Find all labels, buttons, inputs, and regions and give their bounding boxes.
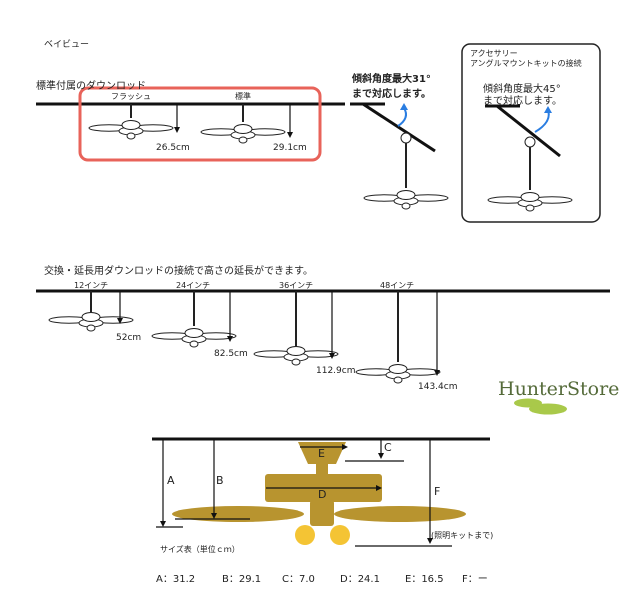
fan-48in xyxy=(355,291,441,384)
lighting-note: (照明キットまで) xyxy=(431,531,494,540)
rod-24-measure: 82.5cm xyxy=(214,349,248,359)
fan-36in xyxy=(253,291,339,366)
value-f: F：ー xyxy=(462,574,488,585)
rod-24-label: 24インチ xyxy=(176,281,211,290)
section2-title: 交換・延長用ダウンロッドの接続で高さの延長ができます。 xyxy=(44,266,313,277)
flush-label: フラッシュ xyxy=(111,92,151,101)
blade-left xyxy=(172,506,304,522)
label-a: A xyxy=(167,474,175,487)
rod-12-label: 12インチ xyxy=(74,281,109,290)
highlight-box xyxy=(78,86,322,162)
value-d: D：24.1 xyxy=(340,574,380,585)
fan-24in xyxy=(151,291,237,348)
page-title: ベイビュー xyxy=(44,40,90,50)
light-left xyxy=(295,525,315,545)
accessory-title-line2: アングルマウントキットの接続 xyxy=(470,59,582,68)
rod-48-measure: 143.4cm xyxy=(418,382,458,392)
value-e: E：16.5 xyxy=(405,574,444,585)
slope-31-line2: まで対応します。 xyxy=(352,89,431,100)
slope-45-line2: まで対応します。 xyxy=(483,96,562,107)
standard-label: 標準 xyxy=(235,92,251,101)
slope-45-line1: 傾斜角度最大45° xyxy=(483,84,561,95)
flush-measure: 26.5cm xyxy=(156,143,190,153)
label-e: E xyxy=(318,447,325,460)
rod-12-measure: 52cm xyxy=(116,333,142,343)
section1-title: 標準付属のダウンロッド xyxy=(36,81,146,92)
rod-36-label: 36インチ xyxy=(279,281,314,290)
blade-right xyxy=(334,506,466,522)
leaf-icon-2 xyxy=(529,403,567,415)
fan-angle-mount xyxy=(487,136,573,212)
sloped-ceiling-31 xyxy=(362,102,436,153)
label-f: F xyxy=(434,485,441,498)
fan-standard xyxy=(200,104,286,144)
label-b: B xyxy=(216,474,224,487)
accessory-title-line1: アクセサリー xyxy=(470,49,518,58)
label-c: C xyxy=(384,441,392,454)
rod-48-label: 48インチ xyxy=(380,281,415,290)
size-table-title: サイズ表（単位ｃｍ） xyxy=(160,545,240,554)
angle-arrow-45 xyxy=(534,109,550,133)
value-a: A：31.2 xyxy=(156,574,196,585)
value-b: B：29.1 xyxy=(222,574,262,585)
fan-sloped-31 xyxy=(363,132,449,210)
sloped-ceiling-45 xyxy=(496,104,561,158)
accessory-box xyxy=(461,43,601,223)
brand-logo: HunterStore xyxy=(498,378,620,400)
angle-arrow-31 xyxy=(397,107,407,127)
value-c: C：7.0 xyxy=(282,574,315,585)
light-right xyxy=(330,525,350,545)
label-d: D xyxy=(318,488,327,501)
fan-flush xyxy=(88,104,174,140)
fan-body xyxy=(310,500,334,526)
slope-31-line1: 傾斜角度最大31° xyxy=(352,74,431,85)
standard-measure: 29.1cm xyxy=(273,143,307,153)
rod-36-measure: 112.9cm xyxy=(316,366,356,376)
fan-12in xyxy=(48,291,134,332)
